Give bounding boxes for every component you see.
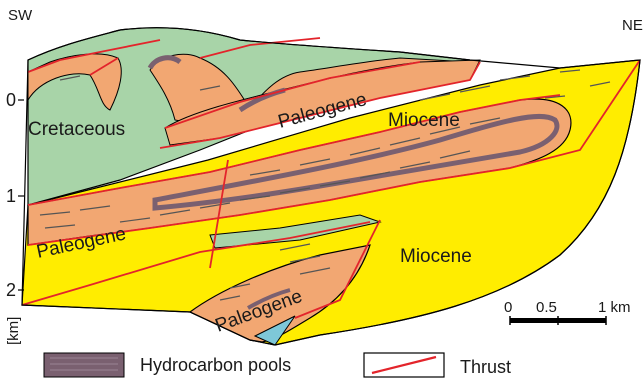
legend: Hydrocarbon pools Thrust <box>44 353 511 377</box>
scale-full: 1 km <box>598 299 631 316</box>
depth-tick-2: 2 <box>6 280 16 300</box>
label-cretaceous: Cretaceous <box>28 119 125 140</box>
label-miocene-lower: Miocene <box>400 246 472 267</box>
legend-hydrocarbon-swatch <box>44 353 124 377</box>
scale-bar: 0 0.5 1 km <box>504 299 631 325</box>
scale-half: 0.5 <box>536 299 557 316</box>
depth-unit: [km] <box>5 317 22 345</box>
legend-thrust-label: Thrust <box>460 357 511 377</box>
depth-tick-1: 1 <box>6 186 16 206</box>
orientation-ne: NE <box>622 17 643 34</box>
depth-tick-0: 0 <box>6 90 16 110</box>
scale-zero: 0 <box>504 299 512 316</box>
legend-hydrocarbon-label: Hydrocarbon pools <box>140 355 291 375</box>
label-miocene-upper: Miocene <box>388 110 460 131</box>
orientation-sw: SW <box>8 7 33 24</box>
